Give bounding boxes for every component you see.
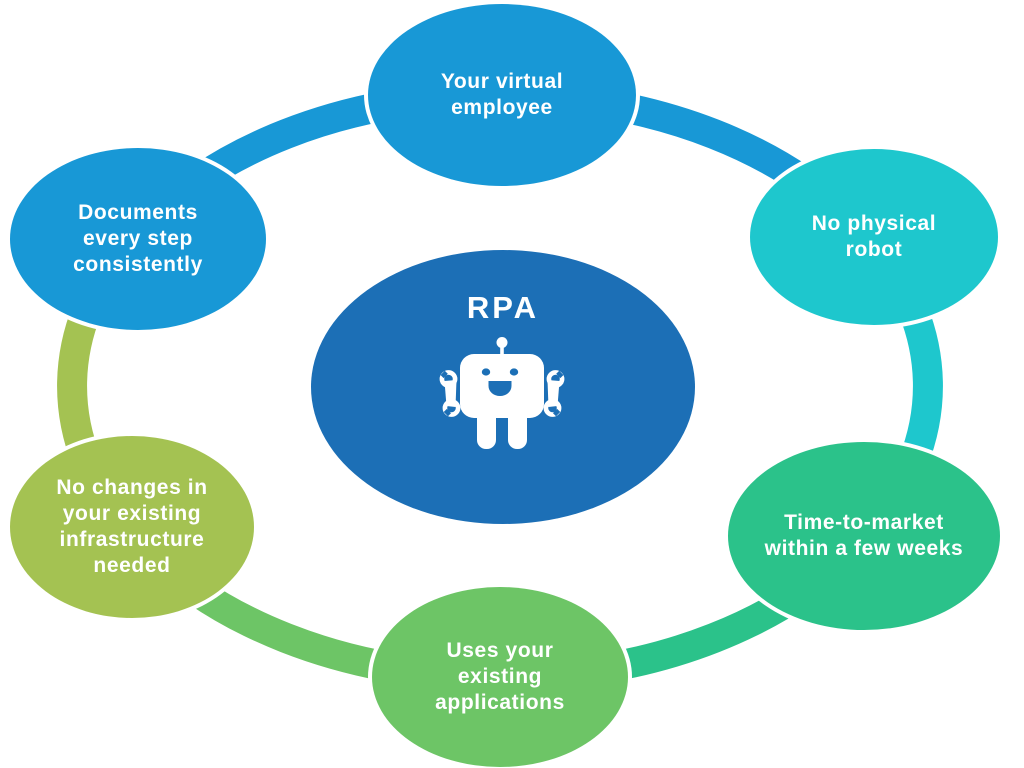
node-label-your-virtual-employee: Your virtual employee [440,69,564,119]
wrench-notches [440,370,564,417]
center-title-rpa: RPA [466,290,540,325]
node-label-time-to-market: Time-to-market within a few weeks [764,510,964,560]
node-time-to-market: Time-to-market within a few weeks [728,442,1000,630]
center-node-rpa: RPA [311,250,695,524]
node-documents-every-step: Documents every step consistently [10,148,266,330]
robot-icon [439,337,565,449]
node-label-documents-every-step: Documents every step consistently [73,200,203,277]
node-label-no-physical-robot: No physical robot [811,211,937,261]
node-label-uses-existing-applications: Uses your existing applications [435,638,565,715]
node-no-infrastructure-changes: No changes in your existing infrastructu… [10,436,254,618]
node-label-no-infrastructure-changes: No changes in your existing infrastructu… [56,475,208,578]
node-no-physical-robot: No physical robot [750,149,998,325]
node-uses-existing-applications: Uses your existing applications [372,587,628,767]
node-your-virtual-employee: Your virtual employee [368,4,636,186]
